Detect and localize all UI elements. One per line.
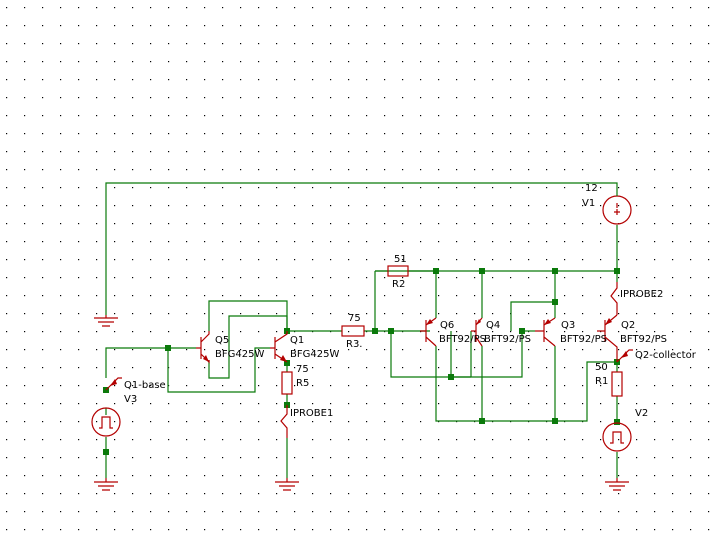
q3-name-label: Q3 xyxy=(561,320,575,331)
r2-value-label: 51 xyxy=(394,254,407,265)
q5-name-label: Q5 xyxy=(215,335,229,346)
voltage-source-v3[interactable] xyxy=(91,407,121,437)
voltage-probe-q1-base[interactable] xyxy=(105,377,122,391)
q1-base-label: Q1-base xyxy=(124,380,166,391)
q2-name-label: Q2 xyxy=(621,320,635,331)
resistor-r2[interactable] xyxy=(387,265,409,277)
q6-model-label: BFT92/PS xyxy=(439,334,486,345)
transistor-q3[interactable] xyxy=(535,317,556,347)
junction-nodes xyxy=(103,268,620,455)
v3-name-label: V3 xyxy=(124,394,137,405)
transistor-q1[interactable] xyxy=(270,331,288,363)
transistor-q2[interactable] xyxy=(597,314,618,362)
iprobe1-label: IPROBE1 xyxy=(290,408,333,419)
q2-model-label: BFT92/PS xyxy=(620,334,667,345)
r1-value-label: 50 xyxy=(595,362,608,373)
r5-value-label: 75 xyxy=(296,364,309,375)
resistor-r5[interactable] xyxy=(281,371,293,395)
v1-name-label: V1 xyxy=(582,198,595,209)
r5-name-label: R5 xyxy=(296,378,309,389)
transistor-q4[interactable] xyxy=(471,317,483,347)
q4-model-label: BFT92/PS xyxy=(484,334,531,345)
resistor-r3[interactable] xyxy=(341,325,365,337)
voltage-probe-q2-collector[interactable] xyxy=(616,349,633,363)
transistor-q6[interactable] xyxy=(420,317,437,347)
q1-model-label: BFG425W xyxy=(290,349,339,360)
q5-model-label: BFG425W xyxy=(215,349,264,360)
r2-name-label: R2 xyxy=(392,279,405,290)
r1-name-label: R1 xyxy=(595,376,608,387)
q2-collector-label: Q2-collector xyxy=(635,350,697,361)
ground-symbol xyxy=(605,478,629,491)
voltage-source-v2[interactable] xyxy=(602,422,632,452)
q6-name-label: Q6 xyxy=(440,320,454,331)
q1-name-label: Q1 xyxy=(290,335,304,346)
current-probe-iprobe2[interactable] xyxy=(610,282,618,315)
q4-name-label: Q4 xyxy=(486,320,500,331)
resistor-r1[interactable] xyxy=(611,371,623,397)
labels: 12 V1 51 R2 IPROBE2 75 R3. Q5 BFG425W Q1… xyxy=(124,183,697,419)
ground-symbol xyxy=(94,478,118,491)
q3-model-label: BFT92/PS xyxy=(560,334,607,345)
r3-value-label: 75 xyxy=(348,313,361,324)
ground-symbol xyxy=(94,315,118,327)
ground-symbol xyxy=(275,478,299,491)
transistor-q5[interactable] xyxy=(196,331,210,364)
v2-name-label: V2 xyxy=(635,408,648,419)
current-probe-iprobe1[interactable] xyxy=(280,405,288,438)
iprobe2-label: IPROBE2 xyxy=(620,289,663,300)
r3-name-label: R3. xyxy=(346,339,363,350)
v1-value-label: 12 xyxy=(585,183,598,194)
wires xyxy=(105,182,618,478)
voltage-source-v1[interactable] xyxy=(602,195,632,225)
